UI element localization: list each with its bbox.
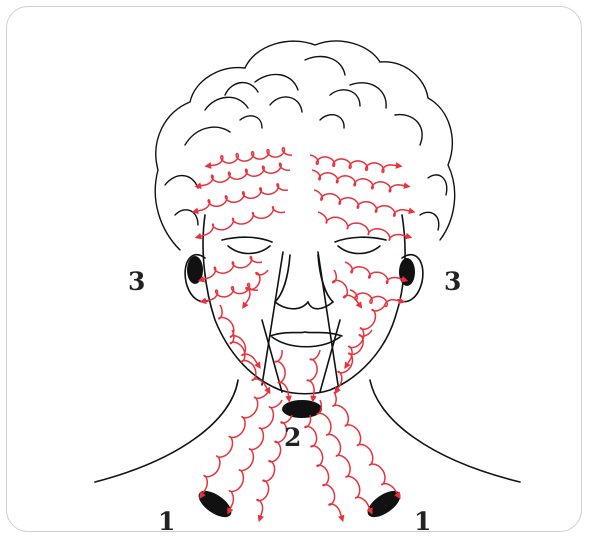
drainage-arrows bbox=[194, 148, 413, 520]
drainage-arrow bbox=[200, 257, 262, 281]
drainage-arrow bbox=[201, 392, 268, 497]
drainage-arrow bbox=[197, 163, 290, 186]
drainage-arrow bbox=[350, 290, 403, 307]
drainage-arrow bbox=[336, 330, 372, 392]
drainage-arrow bbox=[317, 400, 371, 512]
collar-node-right bbox=[363, 486, 404, 523]
drainage-arrow bbox=[305, 415, 342, 520]
drainage-arrow bbox=[229, 400, 282, 512]
side-node-right bbox=[399, 258, 415, 286]
drainage-arrow bbox=[333, 392, 399, 497]
label-1-right: 1 bbox=[414, 507, 431, 536]
drainage-arrow bbox=[345, 262, 406, 283]
drainage-arrow bbox=[244, 270, 268, 307]
drainage-arrow bbox=[230, 330, 269, 392]
drainage-arrow bbox=[314, 190, 413, 216]
drainage-arrow bbox=[197, 207, 285, 237]
label-1-left: 1 bbox=[158, 507, 175, 536]
label-2-chin: 2 bbox=[284, 423, 301, 452]
drainage-arrow bbox=[219, 305, 260, 367]
label-3-left: 3 bbox=[128, 267, 145, 296]
drainage-arrow bbox=[333, 270, 361, 307]
chin-node bbox=[282, 400, 322, 418]
drainage-arrow bbox=[310, 155, 400, 172]
face-outline bbox=[95, 215, 520, 482]
label-3-right: 3 bbox=[444, 267, 461, 296]
hair-outline bbox=[155, 41, 454, 250]
drainage-arrow bbox=[318, 212, 410, 240]
drainage-arrow bbox=[312, 170, 408, 192]
